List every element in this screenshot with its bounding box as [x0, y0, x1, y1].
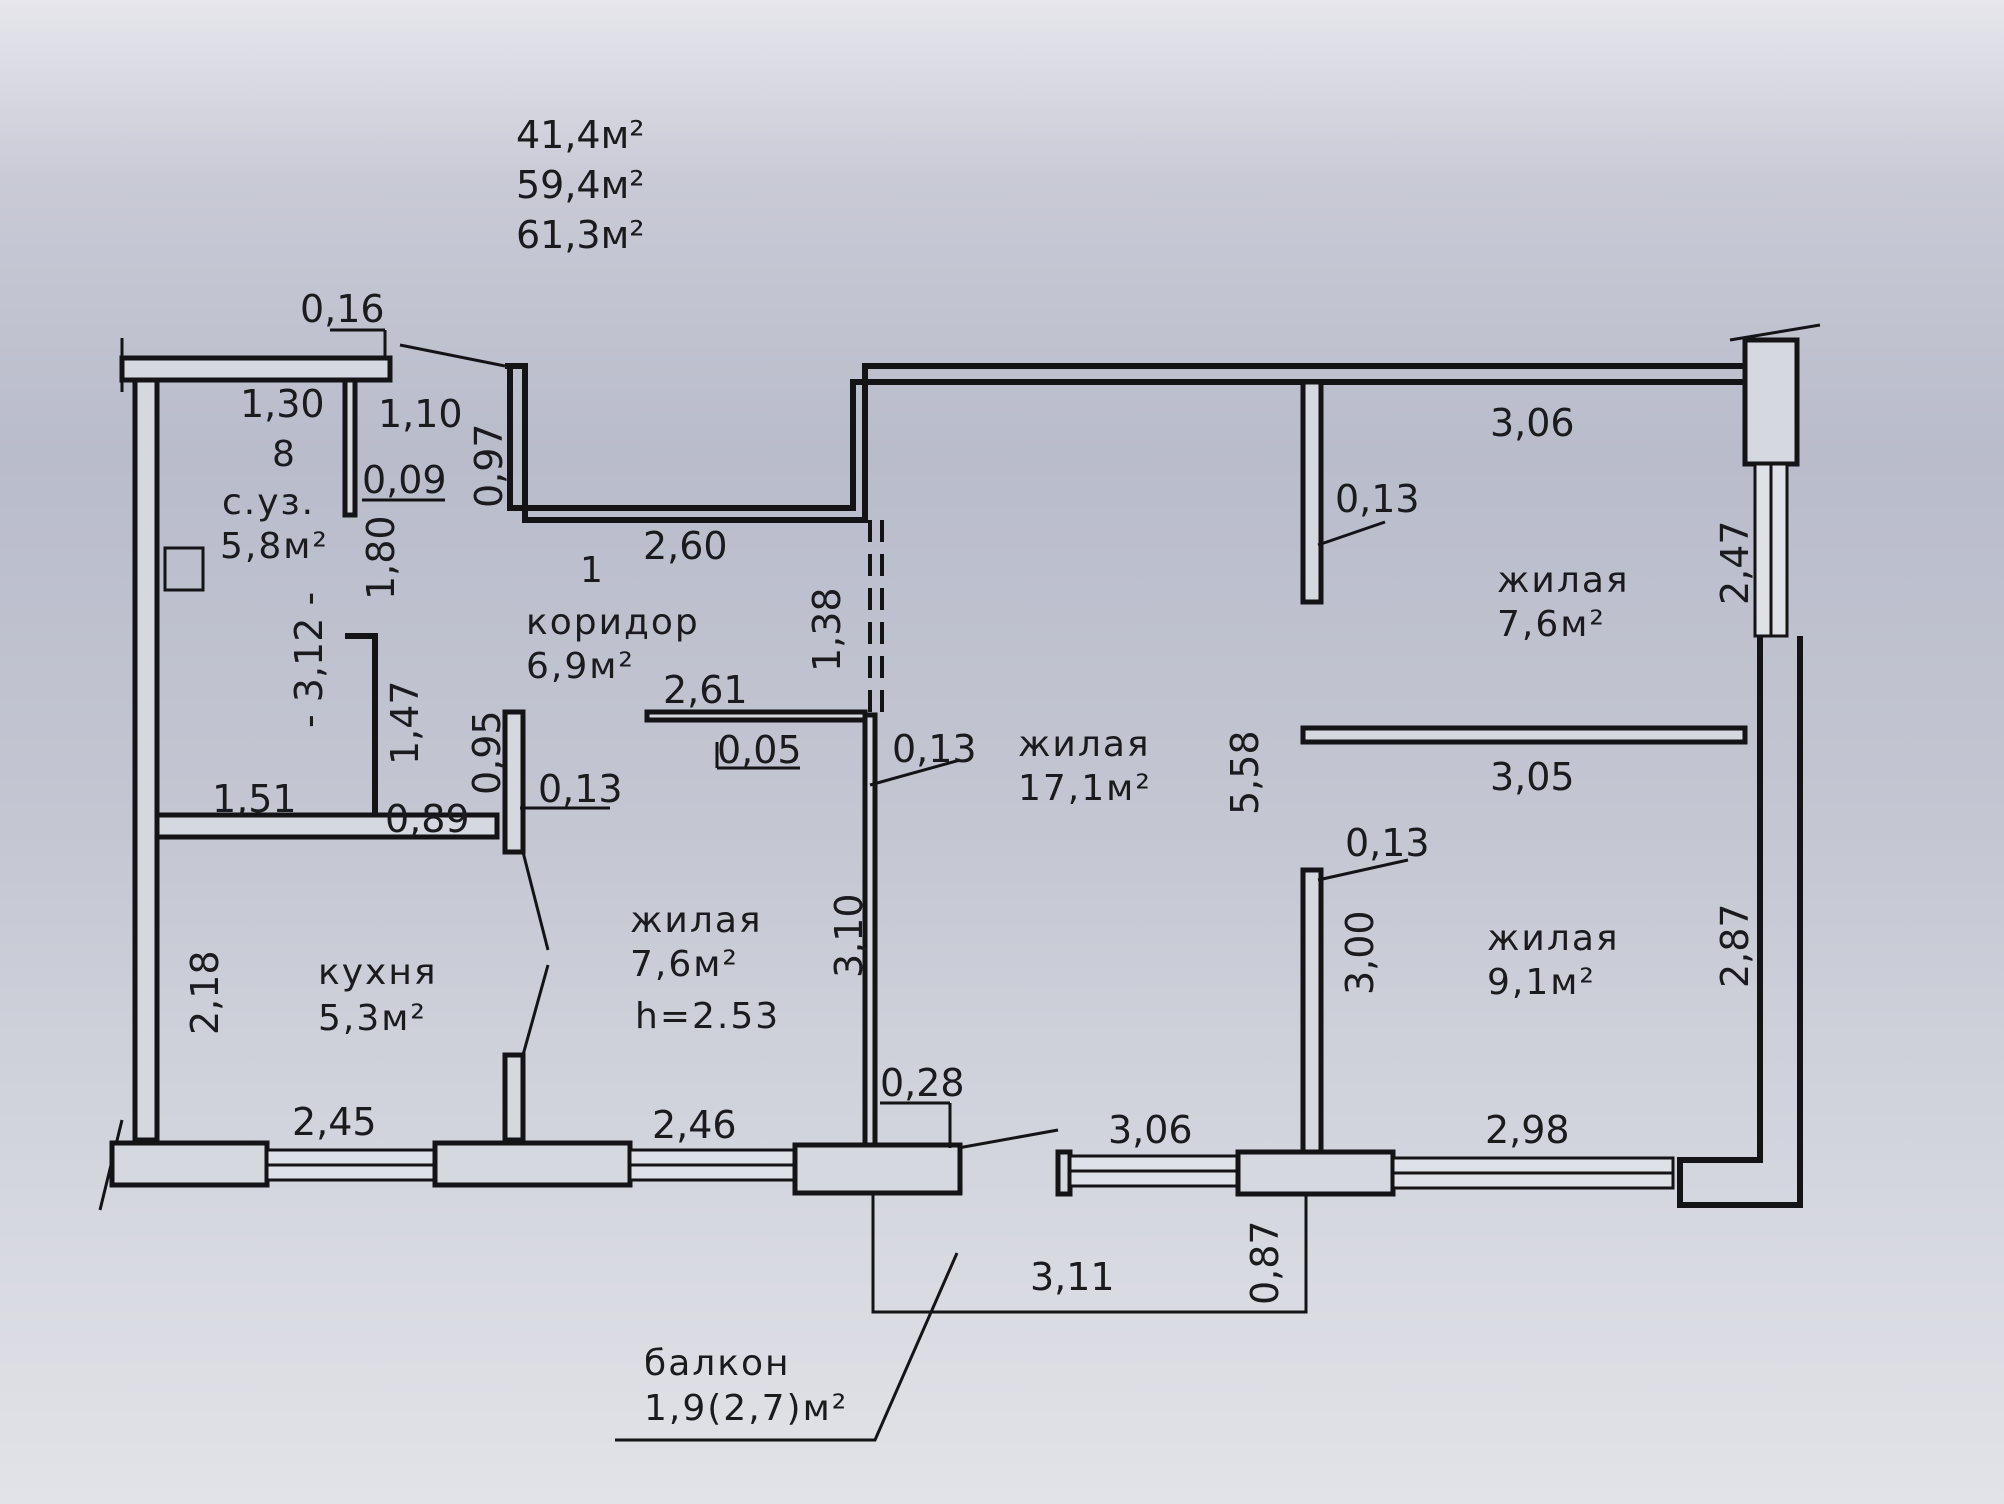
wall-bathroom-bottom	[154, 812, 500, 840]
wall-bottom-2	[432, 1140, 633, 1188]
living-top-right-area: 7,6м²	[1497, 604, 1606, 645]
wall-left	[132, 377, 160, 1143]
balcony-outline	[871, 1193, 1308, 1314]
door-swing-kitchen-2	[521, 964, 550, 1056]
dim-label: 3,05	[1490, 755, 1575, 799]
dim-label: 3,06	[1490, 401, 1575, 445]
dim-label: 0,13	[892, 727, 977, 771]
dim-label-vertical: - 3,12 -	[287, 592, 331, 728]
dim-label-vertical: 0,87	[1243, 1220, 1287, 1305]
partition-middle-right	[1300, 725, 1748, 745]
wall-corridor-step	[505, 363, 1745, 523]
living-small-height: h=2.53	[635, 996, 780, 1037]
wall-bottom-4	[1235, 1149, 1396, 1197]
bathroom-name: с.уз.	[222, 482, 315, 523]
dim-label: 3,11	[1030, 1255, 1115, 1299]
dim-label: 1,30	[240, 382, 325, 426]
balcony-name: балкон	[644, 1343, 791, 1384]
wall-top-right-corner	[1742, 337, 1800, 467]
living-top-right-name: жилая	[1497, 560, 1630, 601]
wall-kitchen-partition-bottom	[502, 1052, 526, 1143]
wall-corridor-step-inner	[507, 366, 1745, 511]
living-bottom-right-name: жилая	[1487, 918, 1620, 959]
dim-label-vertical: 1,80	[359, 515, 403, 600]
dim-label: 2,98	[1485, 1108, 1570, 1152]
dim-label: 1,10	[378, 392, 463, 436]
kitchen-area: 5,3м²	[318, 998, 427, 1039]
dim-label-vertical: 1,47	[383, 680, 427, 765]
partition-bottom-right	[1300, 867, 1324, 1163]
dim-label: 0,89	[385, 797, 470, 841]
corridor-name: коридор	[526, 602, 700, 643]
door-swing-balcony	[957, 1128, 1059, 1150]
bathroom-number: 8	[272, 434, 297, 475]
dim-label-vertical: 3,00	[1338, 910, 1382, 995]
wall-right	[1677, 636, 1803, 1208]
living-main-area: 17,1м²	[1018, 768, 1152, 809]
bathroom-fixture	[163, 546, 205, 592]
wall-bottom-3	[792, 1142, 963, 1196]
dim-label: 0,16	[300, 287, 385, 331]
dim-label-vertical: 2,18	[183, 950, 227, 1035]
dim-label-vertical: 2,87	[1713, 903, 1757, 988]
living-small-area: 7,6м²	[630, 944, 739, 985]
wall-bathroom-inner	[345, 633, 378, 815]
living-main-name: жилая	[1018, 724, 1151, 765]
corridor-area: 6,9м²	[526, 646, 635, 687]
door-swing-kitchen	[521, 851, 550, 951]
corridor-number: 1	[580, 550, 605, 591]
balcony-area: 1,9(2,7)м²	[644, 1388, 848, 1429]
dimension-lines	[330, 328, 1409, 1148]
wall-bottom-1	[109, 1140, 270, 1188]
dim-label: 2,45	[292, 1100, 377, 1144]
dim-label: 3,06	[1108, 1108, 1193, 1152]
dim-label: 0,13	[1335, 477, 1420, 521]
area-total-balcony: 61,3м²	[516, 213, 645, 257]
dim-label: 0,05	[717, 728, 802, 772]
balcony-leader	[615, 1252, 959, 1442]
wall-top-left	[119, 355, 393, 383]
dim-label: 0,09	[362, 458, 447, 502]
dim-label: 2,61	[663, 668, 748, 712]
dim-label-vertical: 2,47	[1713, 520, 1757, 605]
dim-label-vertical: 3,10	[827, 893, 871, 978]
dim-label: 2,60	[643, 524, 728, 568]
dim-label: 0,28	[880, 1061, 965, 1105]
dim-label-vertical: 5,58	[1223, 730, 1267, 815]
wall-bathroom-partition	[342, 377, 358, 518]
partition-corridor-shelf	[644, 709, 868, 723]
dim-label-vertical: 0,97	[467, 423, 511, 508]
partition-top-right	[1300, 379, 1324, 605]
dim-label-vertical: 0,95	[465, 710, 509, 795]
area-living: 41,4м²	[516, 113, 645, 157]
wall-kitchen-partition	[502, 709, 526, 855]
wall-tick	[1729, 323, 1821, 342]
dim-label: 0,13	[538, 767, 623, 811]
kitchen-name: кухня	[318, 952, 438, 993]
wall-bottom-balcony-jamb	[1055, 1149, 1073, 1197]
area-total: 59,4м²	[516, 163, 645, 207]
dim-label-vertical: 1,38	[805, 587, 849, 672]
living-small-name: жилая	[630, 900, 763, 941]
bathroom-area: 5,8м²	[220, 526, 329, 567]
dim-label: 0,13	[1345, 821, 1430, 865]
dim-label: 2,46	[652, 1103, 737, 1147]
living-bottom-right-area: 9,1м²	[1487, 962, 1596, 1003]
dim-label: 1,51	[212, 777, 297, 821]
walls	[98, 323, 1821, 1442]
door-swing-top	[399, 343, 506, 368]
